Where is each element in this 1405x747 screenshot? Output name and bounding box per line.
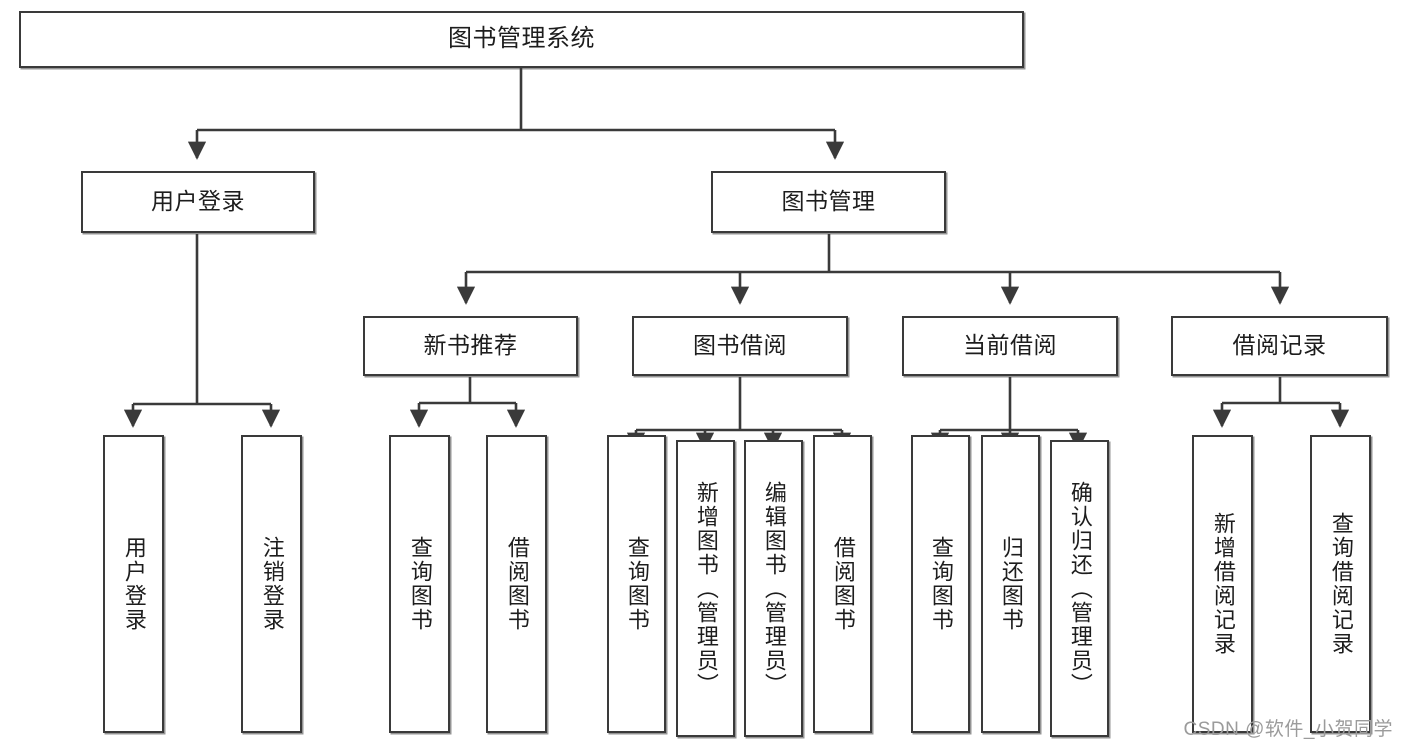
- node-label: 借阅图书: [504, 536, 530, 632]
- node-label: 查询图书: [407, 536, 433, 632]
- node-label: 查询图书: [928, 536, 954, 632]
- node-label: 新增借阅记录: [1210, 512, 1236, 656]
- csdn-watermark: CSDN @软件_小贺同学: [1183, 719, 1393, 740]
- node-label: 注销登录: [259, 536, 285, 632]
- node-label: 图书借阅: [693, 332, 787, 359]
- node-label: 归还图书: [998, 536, 1024, 632]
- node-user-login[interactable]: 用户登录: [81, 171, 315, 233]
- leaf-new-book-borrow-book[interactable]: 借阅图书: [486, 435, 547, 733]
- node-label: 查询借阅记录: [1328, 512, 1354, 656]
- node-label: 借阅记录: [1232, 332, 1327, 359]
- leaf-record-add-borrow-record[interactable]: 新增借阅记录: [1192, 435, 1253, 733]
- node-label: 图书管理: [781, 188, 876, 215]
- node-label: 查询图书: [624, 536, 650, 632]
- node-label: 编辑图书（管理员）: [761, 480, 787, 697]
- leaf-borrow-add-book-admin[interactable]: 新增图书（管理员）: [676, 440, 735, 737]
- leaf-current-return-book[interactable]: 归还图书: [981, 435, 1040, 733]
- node-label: 用户登录: [121, 536, 147, 632]
- leaf-record-query-borrow-record[interactable]: 查询借阅记录: [1310, 435, 1371, 733]
- node-book-management[interactable]: 图书管理: [711, 171, 946, 233]
- node-label: 确认归还（管理员）: [1067, 480, 1093, 697]
- leaf-borrow-borrow-book[interactable]: 借阅图书: [813, 435, 872, 733]
- node-new-book-recommend[interactable]: 新书推荐: [363, 316, 578, 376]
- leaf-logout[interactable]: 注销登录: [241, 435, 302, 733]
- node-label: 新增图书（管理员）: [693, 480, 719, 697]
- leaf-current-query-book[interactable]: 查询图书: [911, 435, 970, 733]
- leaf-user-login[interactable]: 用户登录: [103, 435, 164, 733]
- node-current-borrow[interactable]: 当前借阅: [902, 316, 1118, 376]
- node-label: 借阅图书: [830, 536, 856, 632]
- node-label: 图书管理系统: [448, 25, 595, 53]
- node-label: 新书推荐: [423, 332, 518, 359]
- leaf-current-confirm-return-admin[interactable]: 确认归还（管理员）: [1050, 440, 1109, 737]
- node-book-borrow[interactable]: 图书借阅: [632, 316, 848, 376]
- node-root-book-management-system[interactable]: 图书管理系统: [19, 11, 1024, 68]
- node-label: 当前借阅: [963, 332, 1057, 359]
- leaf-borrow-query-book[interactable]: 查询图书: [607, 435, 666, 733]
- node-borrow-record[interactable]: 借阅记录: [1171, 316, 1388, 376]
- leaf-new-book-query-book[interactable]: 查询图书: [389, 435, 450, 733]
- leaf-borrow-edit-book-admin[interactable]: 编辑图书（管理员）: [744, 440, 803, 737]
- node-label: 用户登录: [151, 188, 245, 215]
